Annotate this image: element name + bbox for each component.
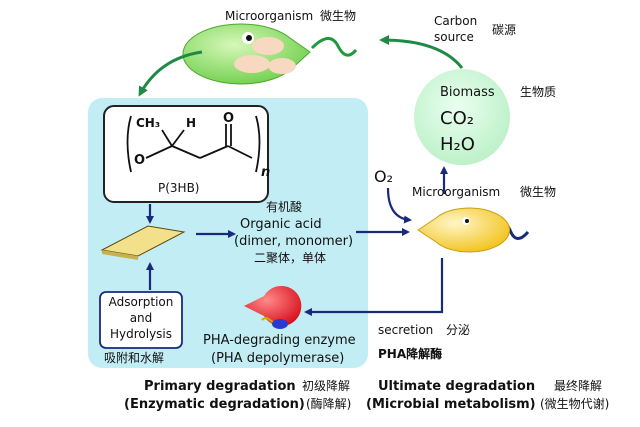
co2-label: CO₂ [440,108,474,129]
arrow-microbe-to-panel [138,50,203,97]
right-microbe-label: Microorganism [412,185,500,199]
ultimate-degradation-title: Ultimate degradation [378,379,535,394]
arrow-o2-to-microbe [386,187,412,224]
secretion-label-cn: 分泌 [446,323,470,337]
adsorption-box [99,291,183,349]
secretion-label: secretion [378,323,433,337]
carbon-source-label-2: source [434,30,474,44]
o-top-label: O [223,111,234,126]
adsorption-line-2: and [130,311,153,325]
carbon-source-label-cn: 碳源 [492,23,516,37]
enzyme-subtitle: (PHA depolymerase) [211,351,344,366]
adsorption-cn: 吸附和水解 [104,351,164,365]
o2-label: O₂ [374,167,393,186]
biomass-label: Biomass [440,85,495,100]
organic-acid-label: Organic acid [240,217,322,232]
primary-degradation-cn: 初级降解 [302,379,350,393]
top-microbe-icon [182,23,358,85]
right-microbe-label-cn: 微生物 [520,185,556,199]
enzyme-icon [244,286,302,329]
primary-degradation-title: Primary degradation [144,379,296,394]
carbon-source-label-1: Carbon [434,14,477,28]
biomass-label-cn: 生物质 [520,85,556,99]
ultimate-degradation-cn: 最终降解 [554,378,602,393]
organic-acid-cn: 有机酸 [266,199,302,214]
h-label: H [186,116,196,130]
top-microbe-label-cn: 微生物 [320,9,356,23]
h2o-label: H₂O [440,134,475,155]
polymer-structure-box [103,105,269,203]
ch3-label: CH₃ [136,116,160,130]
ultimate-degradation-sub-cn: (微生物代谢) [540,396,609,411]
organic-acid-subtitle: (dimer, monomer) [234,234,353,249]
p3hb-structure [126,115,261,173]
right-microbe-icon [417,207,530,253]
adsorption-line-1: Adsorption [109,295,174,309]
pha-enzyme-cn: PHA降解酶 [378,346,442,361]
enzyme-label: PHA-degrading enzyme [203,333,356,348]
top-microbe-label: Microorganism [225,9,313,23]
arrow-secretion [304,258,444,316]
o-ring-label: O [134,153,145,168]
adsorption-line-3: Hydrolysis [110,327,172,341]
primary-degradation-sub-cn: (酶降解) [306,396,351,411]
biomass-circle [414,69,510,165]
ultimate-degradation-subtitle: (Microbial metabolism) [366,397,536,412]
primary-degradation-subtitle: (Enzymatic degradation) [124,397,305,412]
p3hb-caption: P(3HB) [158,181,200,195]
arrow-biomass-to-microbe [379,35,464,69]
organic-acid-cn2: 二聚体，单体 [254,251,326,265]
n-subscript: n [261,165,270,180]
